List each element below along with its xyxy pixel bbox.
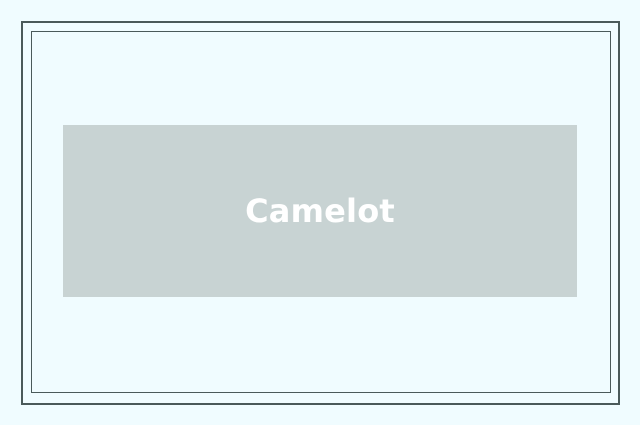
placeholder-label: Camelot	[245, 192, 395, 230]
outer-border-frame	[21, 21, 620, 405]
inner-border-frame	[31, 31, 611, 393]
image-placeholder-box: Camelot	[63, 125, 577, 297]
